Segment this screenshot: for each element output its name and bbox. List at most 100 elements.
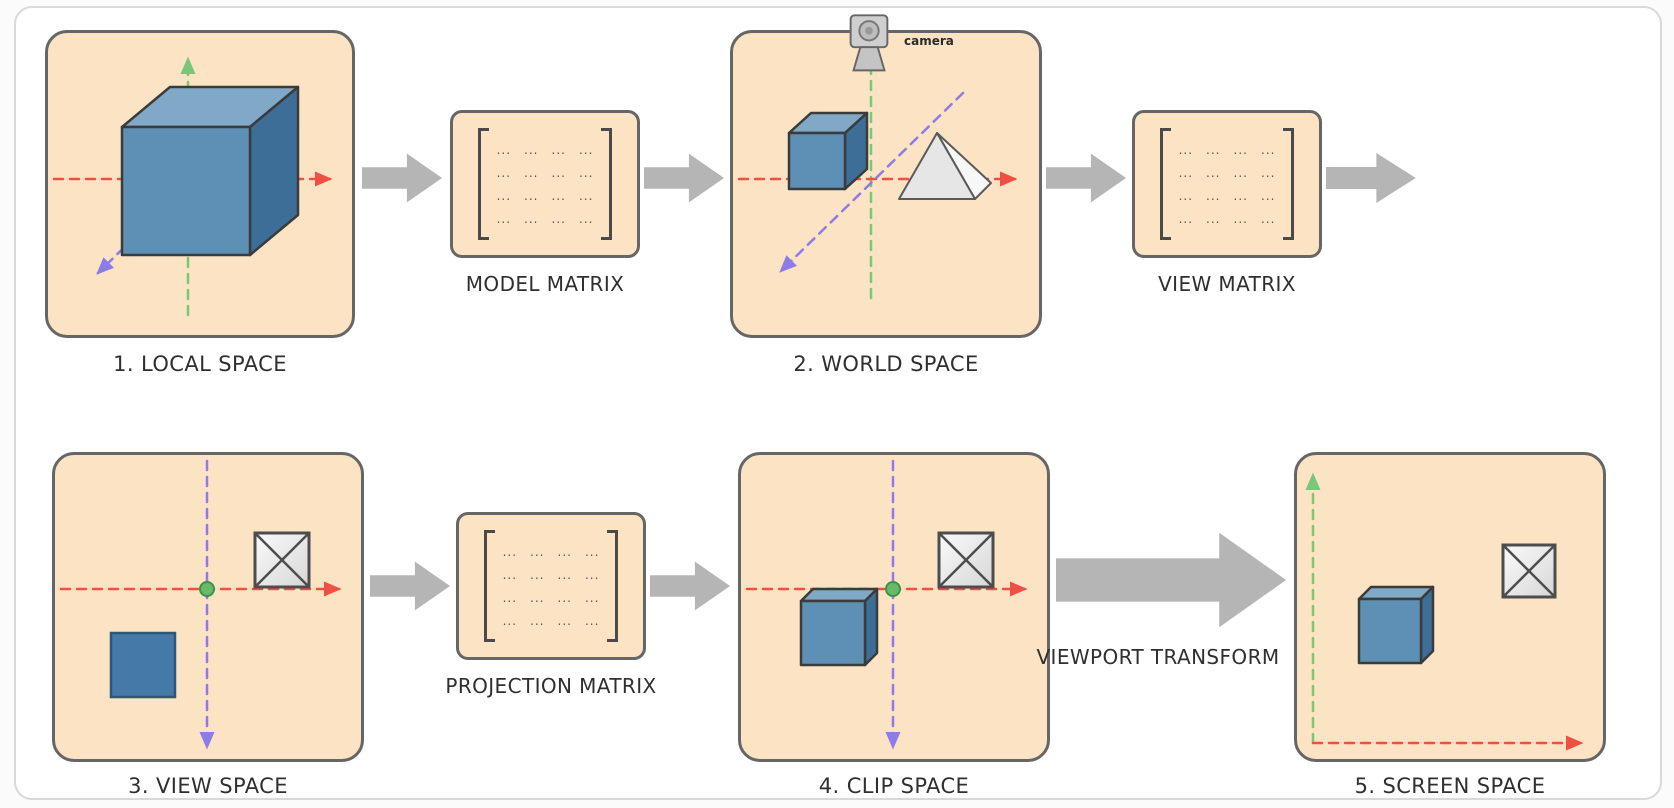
matrix-cell: ... [1178, 188, 1194, 203]
blue-square-icon [109, 631, 177, 699]
matrix-grid: ........................................… [503, 546, 600, 627]
local-space-label: 1. LOCAL SPACE [113, 352, 287, 376]
z-axis [779, 91, 965, 273]
matrix-cell: ... [1206, 188, 1221, 203]
view-matrix-label: VIEW MATRIX [1158, 272, 1296, 296]
matrix-cell: ... [530, 544, 545, 559]
matrix-cell: ... [524, 142, 539, 157]
matrix-cell: ... [551, 142, 566, 157]
origin-dot [199, 581, 215, 597]
flow-arrow-icon [370, 561, 451, 611]
world-space-graphic [737, 33, 1018, 303]
matrix-cell: ... [1260, 142, 1276, 157]
panel-clip-space [738, 452, 1050, 762]
matrix-cell: ... [1233, 188, 1248, 203]
matrix-bracket-right [607, 530, 619, 642]
matrix-cell: ... [1178, 142, 1194, 157]
matrix-cell: ... [524, 165, 539, 180]
matrix-bracket-left [1159, 128, 1171, 240]
clip-space-graphic [745, 459, 1028, 750]
view-matrix-box: ........................................… [1132, 110, 1322, 258]
matrix-cell: ... [1178, 211, 1194, 226]
panel-world-space [730, 30, 1042, 338]
matrix-cell: ... [1233, 142, 1248, 157]
model-matrix-label: MODEL MATRIX [465, 272, 625, 296]
panel-screen-space [1294, 452, 1606, 762]
matrix-cell: ... [524, 188, 539, 203]
matrix-cell: ... [530, 567, 545, 582]
matrix-cell: ... [557, 590, 572, 605]
matrix-cell: ... [557, 567, 572, 582]
matrix-grid: ........................................… [497, 144, 594, 225]
matrix-cell: ... [1233, 165, 1248, 180]
world-space-label: 2. WORLD SPACE [793, 352, 979, 376]
matrix-cell: ... [496, 165, 512, 180]
matrix-cell: ... [578, 211, 594, 226]
camera-icon [849, 14, 889, 72]
matrix-bracket-right [601, 128, 613, 240]
small-cube-icon [799, 587, 879, 667]
matrix-cell: ... [1206, 142, 1221, 157]
matrix-cell: ... [551, 165, 566, 180]
matrix-cell: ... [1260, 211, 1276, 226]
matrix-cell: ... [1178, 165, 1194, 180]
small-cube-icon [1357, 585, 1435, 665]
matrix-cell: ... [578, 188, 594, 203]
matrix-cell: ... [1233, 211, 1248, 226]
cube-3d-icon [120, 85, 300, 257]
matrix-bracket-right [1283, 128, 1295, 240]
origin-dot [885, 581, 901, 597]
flow-arrow-icon [1046, 153, 1127, 203]
flow-arrow-icon [1326, 153, 1416, 203]
matrix-cell: ... [496, 211, 512, 226]
matrix-cell: ... [502, 544, 518, 559]
matrix-cell: ... [557, 613, 572, 628]
matrix-cell: ... [1206, 165, 1221, 180]
view-space-label: 3. VIEW SPACE [128, 774, 288, 798]
matrix-bracket-left [483, 530, 495, 642]
matrix-cell: ... [557, 544, 572, 559]
screen-space-label: 5. SCREEN SPACE [1354, 774, 1546, 798]
matrix-cell: ... [524, 211, 539, 226]
small-cube-icon [787, 111, 869, 191]
matrix-cell: ... [502, 590, 518, 605]
matrix-grid: ........................................… [1179, 144, 1276, 225]
matrix-cell: ... [584, 567, 600, 582]
pyramid-icon [898, 132, 992, 200]
matrix-cell: ... [551, 211, 566, 226]
flow-arrow-icon [644, 153, 725, 203]
matrix-cell: ... [551, 188, 566, 203]
matrix-cell: ... [584, 613, 600, 628]
matrix-cell: ... [496, 142, 512, 157]
camera-label: camera [904, 34, 954, 48]
crossed-box-icon [253, 531, 311, 589]
matrix-cell: ... [578, 165, 594, 180]
matrix-cell: ... [1260, 165, 1276, 180]
matrix-cell: ... [584, 544, 600, 559]
matrix-cell: ... [530, 613, 545, 628]
panel-view-space [52, 452, 364, 762]
model-matrix-box: ........................................… [450, 110, 640, 258]
matrix-bracket-left [477, 128, 489, 240]
screen-space-graphic [1305, 472, 1584, 751]
flow-arrow-icon [650, 561, 731, 611]
matrix-cell: ... [496, 188, 512, 203]
crossed-box-icon [1501, 543, 1557, 599]
projection-matrix-label: PROJECTION MATRIX [445, 674, 657, 698]
crossed-box-icon [937, 531, 995, 589]
matrix-cell: ... [1206, 211, 1221, 226]
viewport-transform-arrow-icon [1056, 532, 1287, 628]
clip-space-label: 4. CLIP SPACE [818, 774, 970, 798]
matrix-cell: ... [578, 142, 594, 157]
matrix-cell: ... [502, 567, 518, 582]
matrix-cell: ... [1260, 188, 1276, 203]
panel-local-space [45, 30, 355, 338]
viewport-transform-label: VIEWPORT TRANSFORM [1036, 645, 1280, 669]
flow-arrow-icon [362, 153, 443, 203]
view-space-graphic [59, 459, 342, 750]
matrix-cell: ... [584, 590, 600, 605]
projection-matrix-box: ........................................… [456, 512, 646, 660]
local-space-graphic [52, 56, 333, 317]
matrix-cell: ... [502, 613, 518, 628]
